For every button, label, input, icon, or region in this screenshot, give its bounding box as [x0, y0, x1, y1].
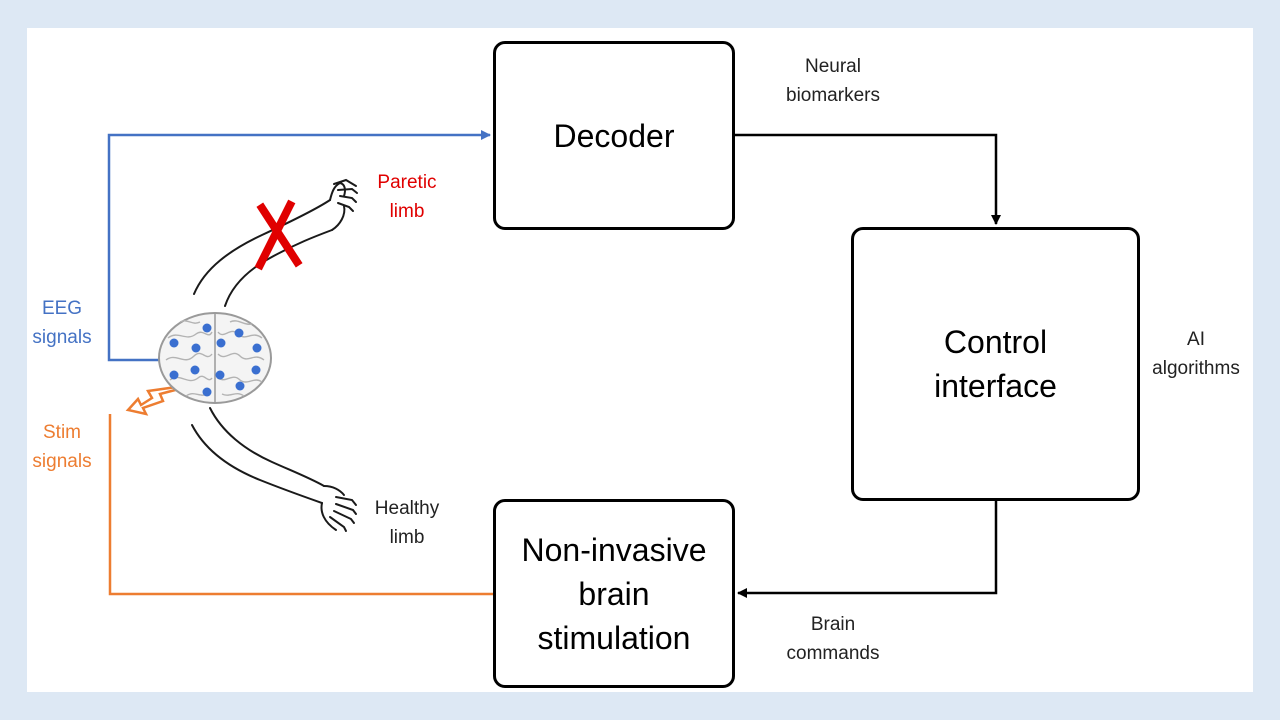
lightning-bolt-icon	[125, 382, 199, 416]
paretic-limb-label: Paretic limb	[377, 172, 437, 222]
eeg-signal-arrow	[107, 130, 491, 362]
ai-algorithms-label: AI algorithms	[1152, 329, 1240, 379]
stim-signal-arrow	[108, 414, 493, 596]
decoder-label: Decoder	[553, 117, 675, 154]
neural-biomarkers-label: Neural biomarkers	[786, 56, 880, 106]
red-x-icon	[254, 199, 303, 271]
control-interface-label: Control interface	[934, 324, 1057, 404]
decoder-box: Decoder	[493, 41, 735, 230]
healthy-limb-label: Healthy limb	[374, 498, 440, 548]
healthy-arm-icon	[191, 407, 357, 532]
brain-command-arrow	[737, 500, 998, 598]
stimulation-label: Non-invasive brain stimulation	[521, 531, 707, 656]
brain-commands-label: Brain commands	[786, 614, 880, 664]
brain-icon	[158, 312, 272, 404]
biomarker-arrow	[734, 133, 1001, 225]
stimulation-box: Non-invasive brain stimulation	[493, 499, 735, 688]
control-interface-box: Control interface	[851, 227, 1140, 501]
stim-signals-label: Stim signals	[32, 422, 92, 472]
paretic-arm-icon	[193, 178, 358, 307]
eeg-signals-label: EEG signals	[32, 298, 92, 348]
